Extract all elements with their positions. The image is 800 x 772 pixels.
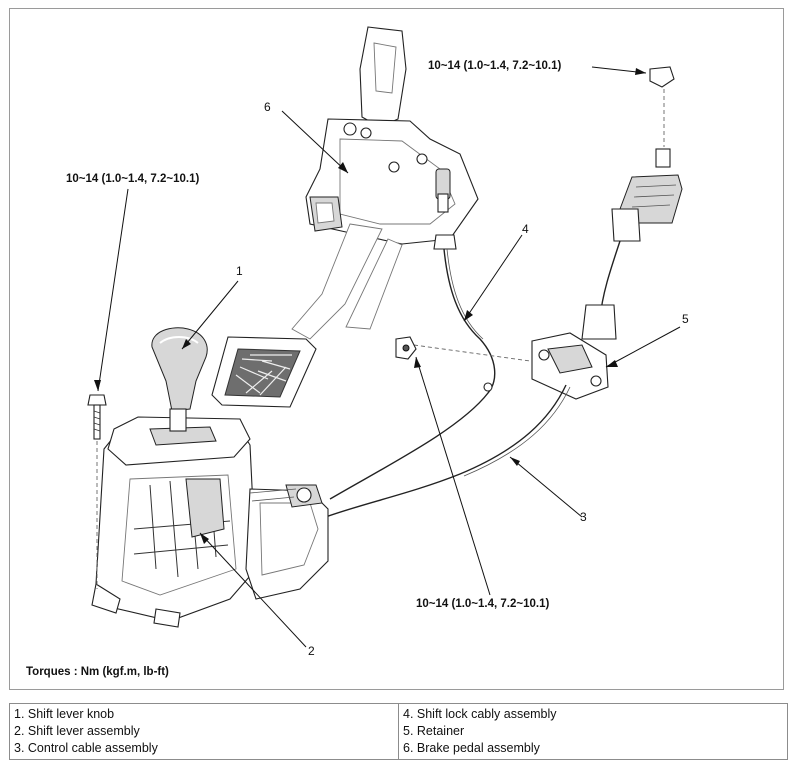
shifter-mount-bolt <box>87 394 107 589</box>
legend-item-control-cable-assembly: 3. Control cable assembly <box>14 741 158 755</box>
control-cable-assembly <box>319 66 683 520</box>
exploded-diagram: 10~14 (1.0~1.4, 7.2~10.1) 10~14 (1.0~1.4… <box>26 26 689 678</box>
arrowheads <box>94 68 646 544</box>
shift-lever-assembly <box>91 416 329 628</box>
torque-label-left: 10~14 (1.0~1.4, 7.2~10.1) <box>66 173 199 185</box>
callout-2: 2 <box>308 644 315 658</box>
torque-label-top-right: 10~14 (1.0~1.4, 7.2~10.1) <box>428 60 561 72</box>
retainer-nut <box>395 336 417 360</box>
leader-lines <box>97 66 681 648</box>
callout-6: 6 <box>264 100 271 114</box>
torque-units-note: Torques : Nm (kgf.m, lb-ft) <box>26 666 169 678</box>
shift-lever-knob <box>151 327 208 432</box>
shift-lock-cable <box>329 248 496 500</box>
exploded-diagram-frame: 10~14 (1.0~1.4, 7.2~10.1) 10~14 (1.0~1.4… <box>9 8 784 690</box>
parts-legend-table: 1. Shift lever knob 2. Shift lever assem… <box>9 703 788 760</box>
callout-5: 5 <box>682 312 689 326</box>
brake-pedal-assembly <box>211 26 479 408</box>
torque-label-bottom: 10~14 (1.0~1.4, 7.2~10.1) <box>416 598 549 610</box>
callout-4: 4 <box>522 222 529 236</box>
legend-item-retainer: 5. Retainer <box>403 724 465 738</box>
legend-item-shift-lever-knob: 1. Shift lever knob <box>14 707 115 721</box>
legend-right-column: 4. Shift lock cably assembly 5. Retainer… <box>398 703 788 760</box>
legend-left-column: 1. Shift lever knob 2. Shift lever assem… <box>9 703 399 760</box>
legend-item-shift-lock-cable: 4. Shift lock cably assembly <box>403 707 557 721</box>
legend-row: 1. Shift lever knob 2. Shift lever assem… <box>9 703 788 760</box>
callout-1: 1 <box>236 264 243 278</box>
legend-item-brake-pedal-assembly: 6. Brake pedal assembly <box>403 741 540 755</box>
callout-3: 3 <box>580 510 587 524</box>
legend-item-shift-lever-assembly: 2. Shift lever assembly <box>14 724 140 738</box>
